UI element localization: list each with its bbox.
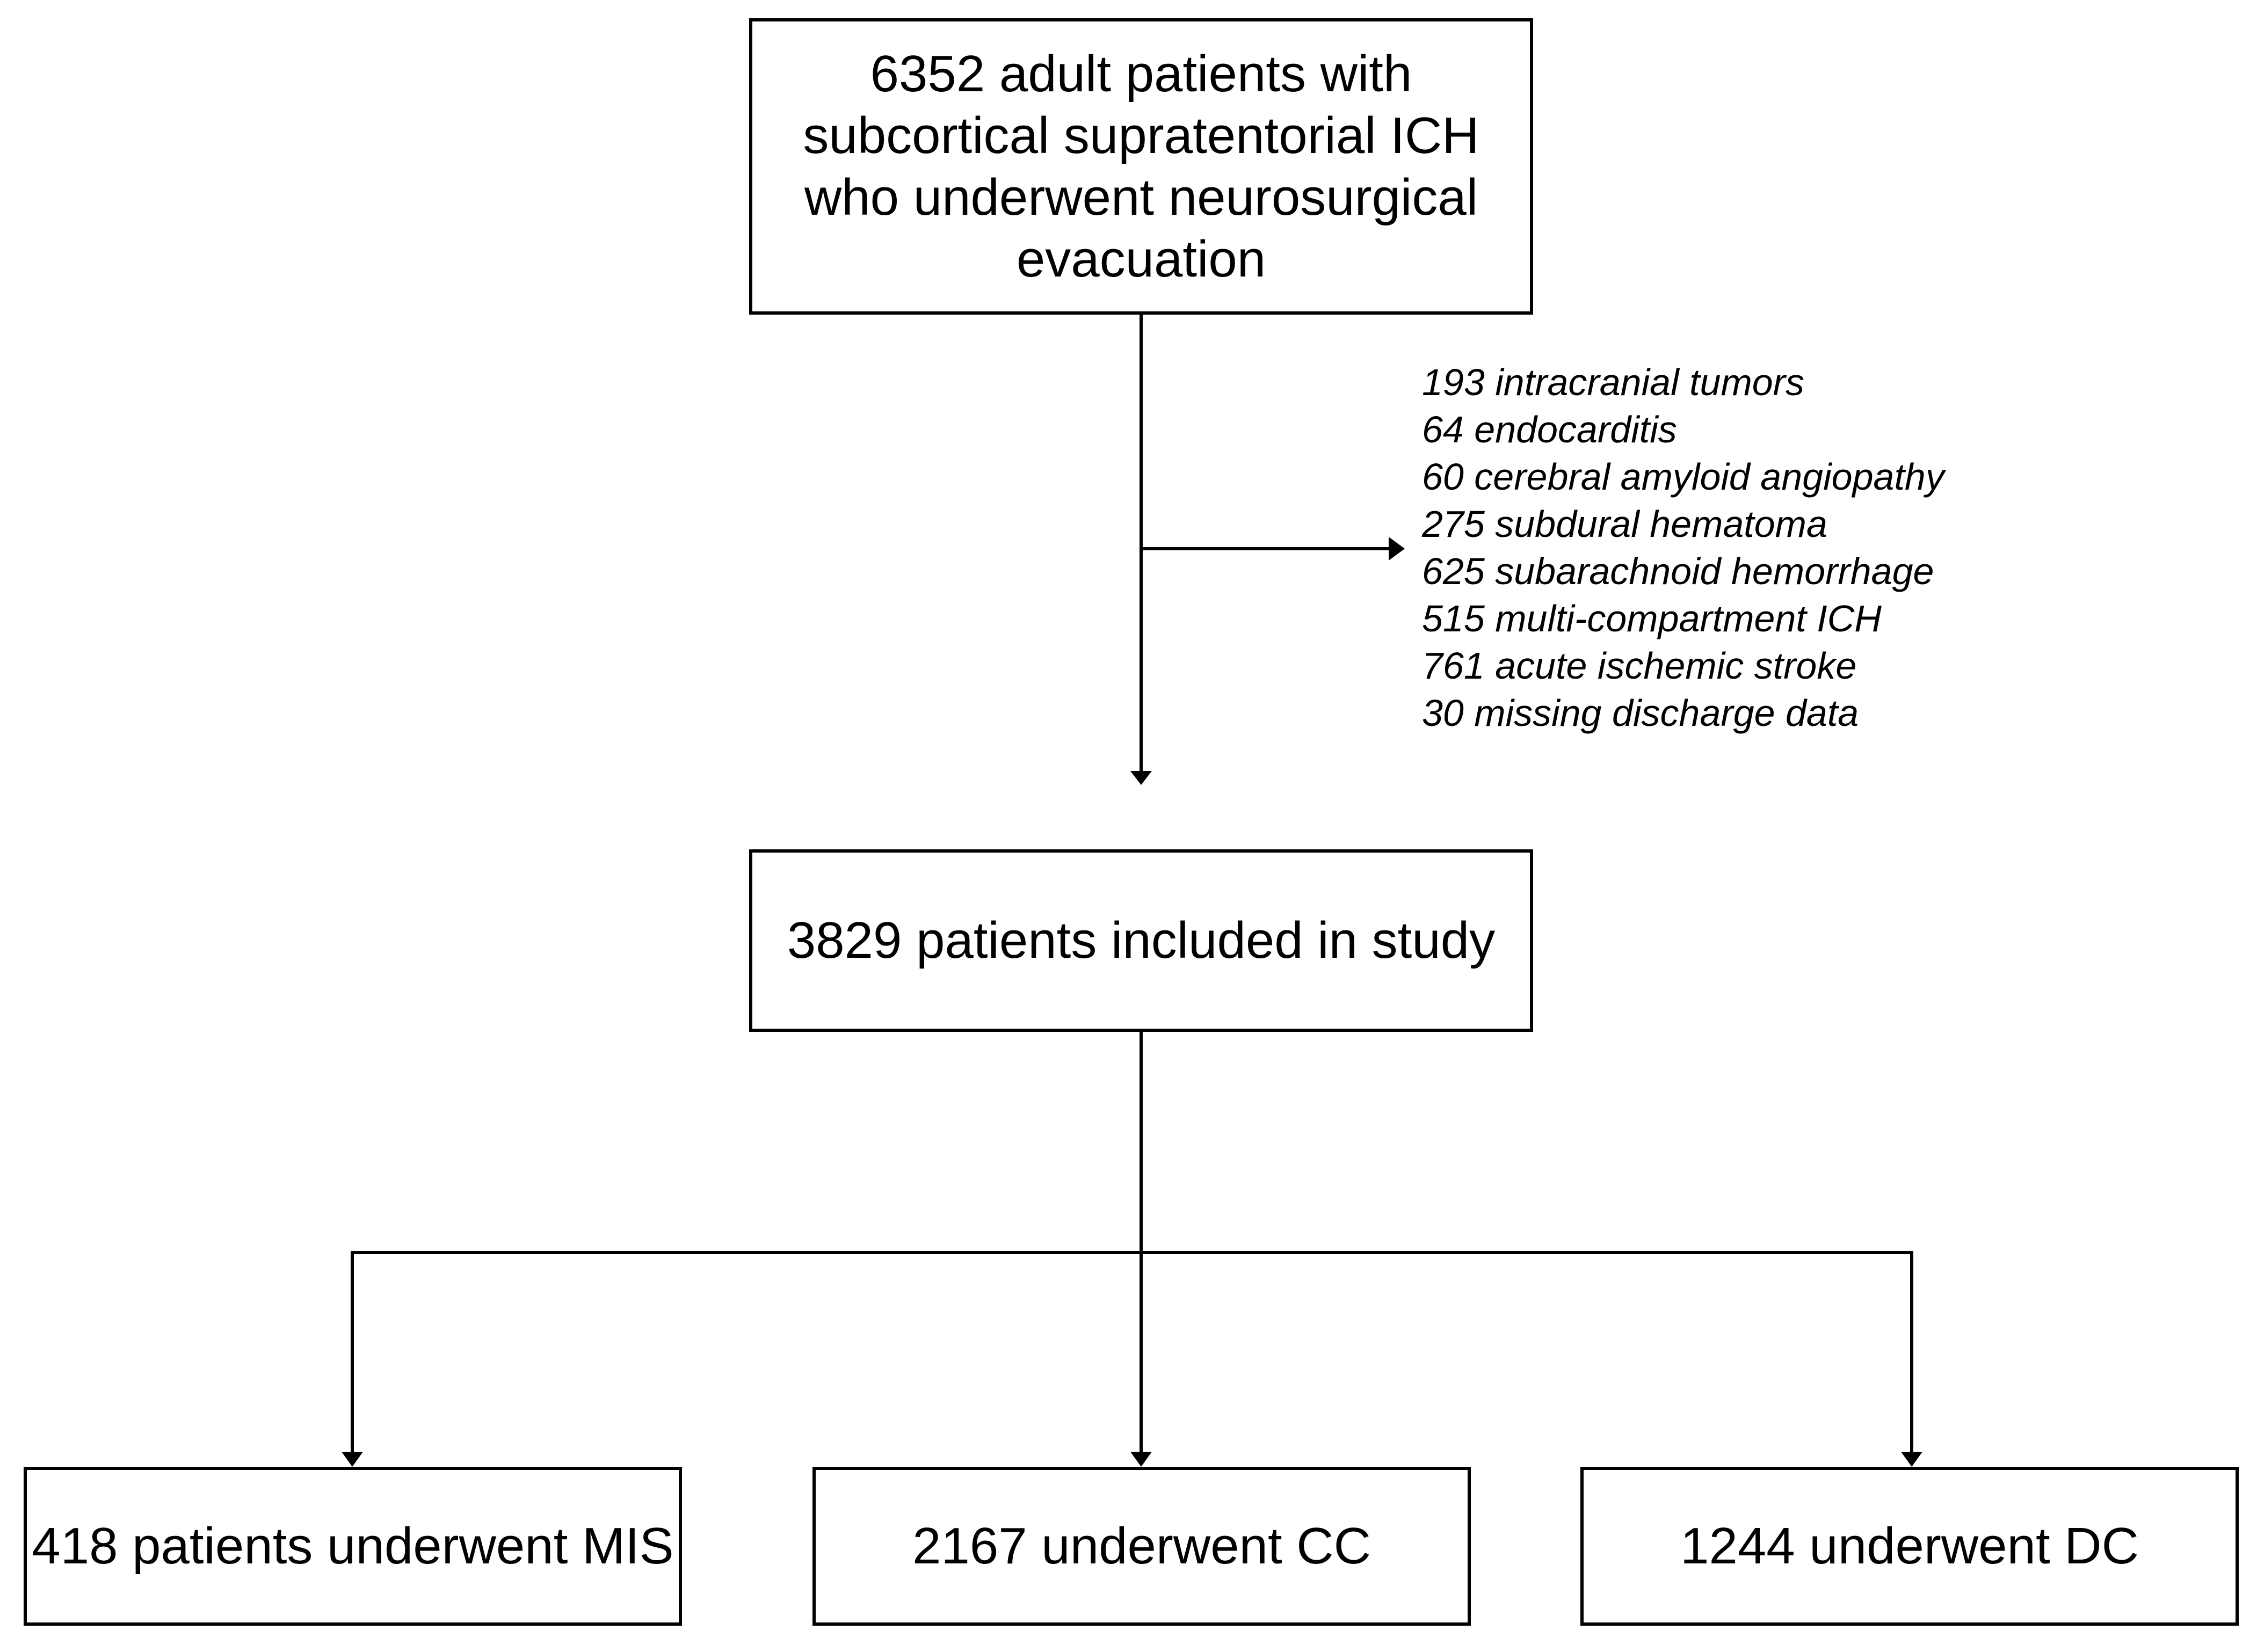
exclusion-item: 60 cerebral amyloid angiopathy [1422,456,1944,498]
exclusion-item: 64 endocarditis [1422,409,1677,450]
exclusion-item: 193 intracranial tumors [1422,361,1804,403]
arrowhead-exclusions [1389,537,1405,561]
source-line: evacuation [1016,230,1266,288]
included-text: 3829 patients included in study [787,912,1496,970]
exclusion-item: 30 missing discharge data [1422,692,1859,734]
exclusion-item: 625 subarachnoid hemorrhage [1422,550,1934,592]
exclusion-item: 515 multi-compartment ICH [1422,598,1882,639]
group-cc-text: 2167 underwent CC [912,1517,1371,1575]
exclusion-list: 193 intracranial tumors 64 endocarditis … [1422,359,1944,737]
exclusion-item: 275 subdural hematoma [1422,503,1827,545]
group-mis-box: 418 patients underwent MIS [24,1467,682,1626]
source-population-box: 6352 adult patients with subcortical sup… [749,18,1533,315]
source-line: subcortical supratentorial ICH [803,106,1479,164]
included-study-box: 3829 patients included in study [749,849,1533,1032]
exclusion-item: 761 acute ischemic stroke [1422,645,1857,687]
group-dc-text: 1244 underwent DC [1680,1517,2139,1575]
arrowhead-dc [1901,1452,1922,1467]
source-line: who underwent neurosurgical [804,169,1478,226]
arrowhead-included [1130,771,1152,785]
group-dc-box: 1244 underwent DC [1580,1467,2239,1626]
arrowhead-mis [342,1452,363,1467]
group-cc-box: 2167 underwent CC [812,1467,1471,1626]
source-line: 6352 adult patients with [870,45,1412,103]
arrowhead-cc [1130,1452,1152,1467]
group-mis-text: 418 patients underwent MIS [32,1517,674,1575]
